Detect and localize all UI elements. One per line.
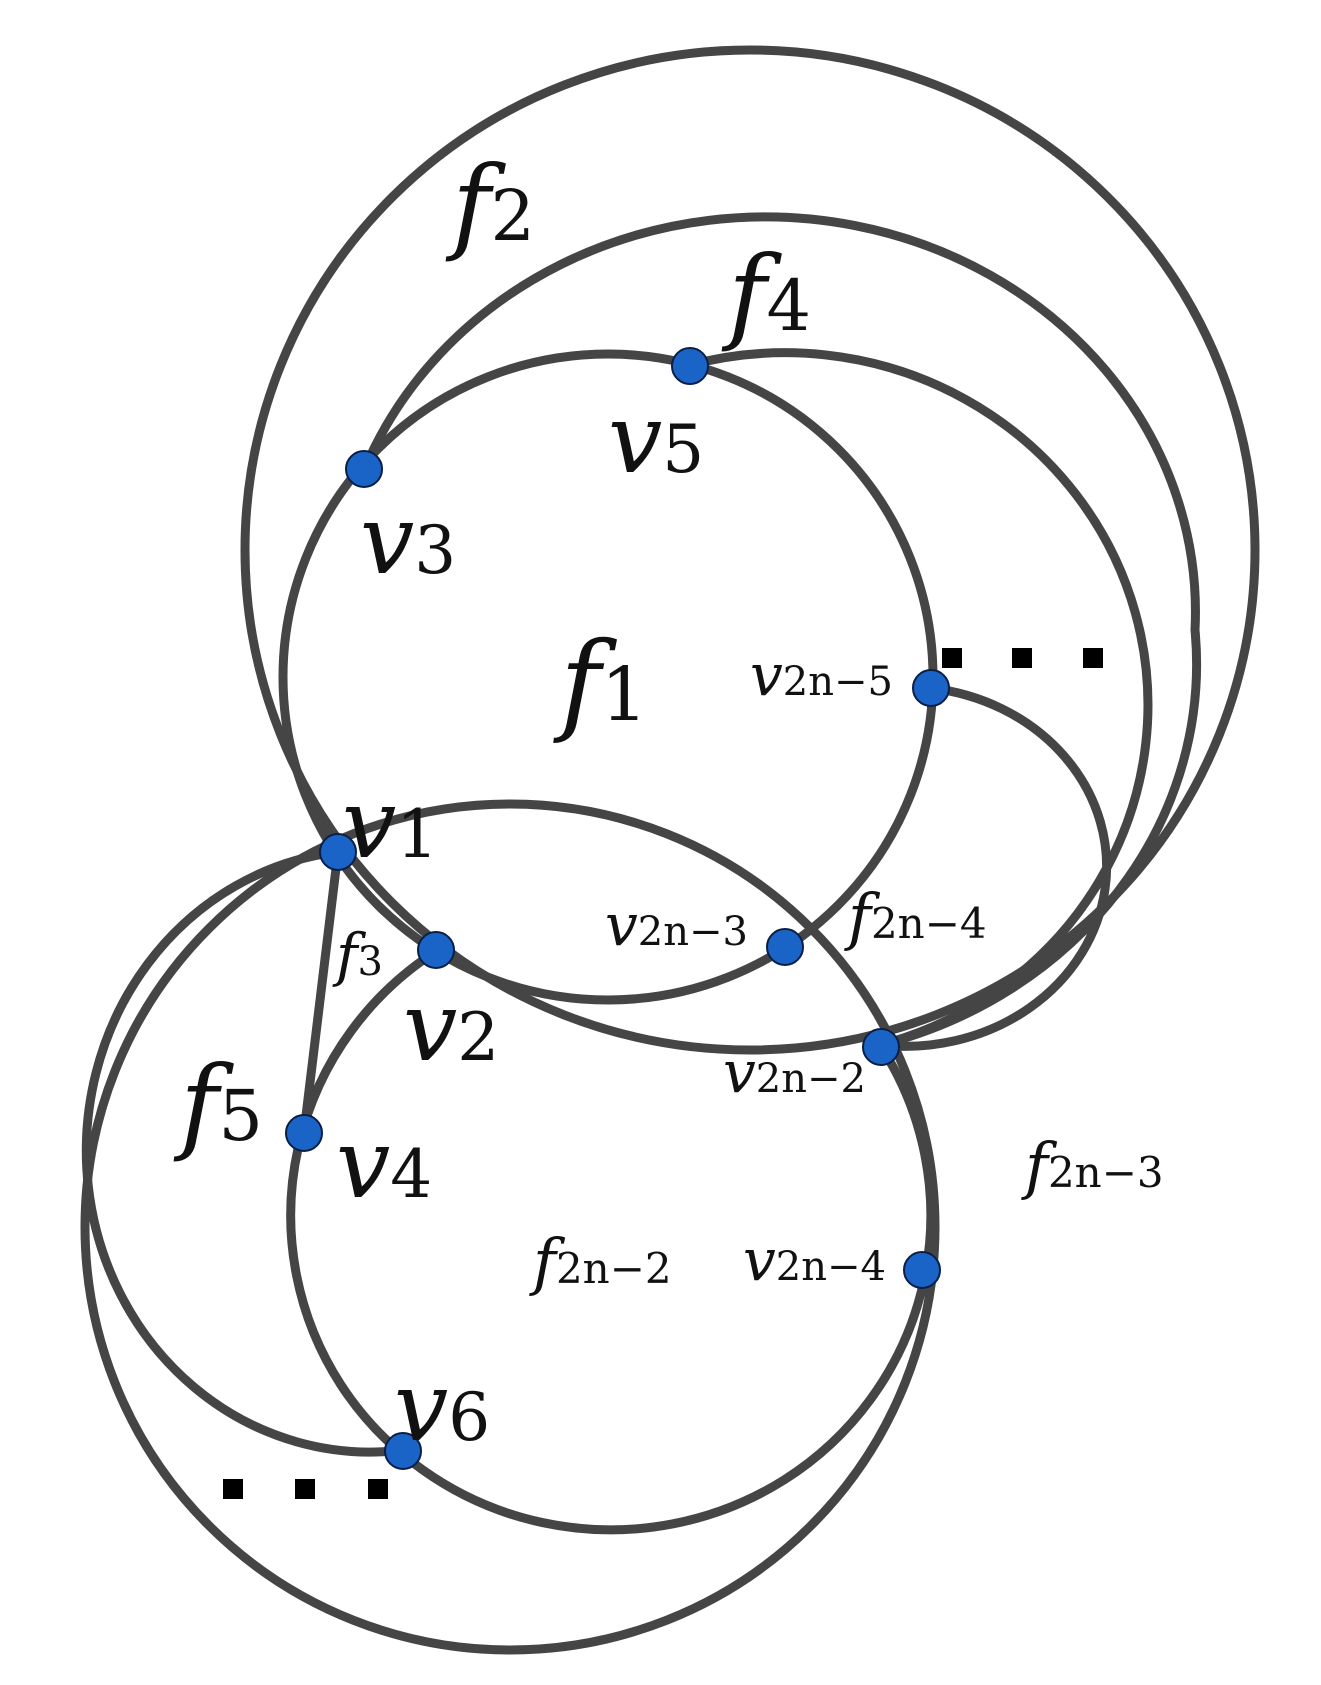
label-v2: v2 [403,971,499,1083]
vertex-v4 [285,1114,323,1152]
inner-upper-arc [685,348,1153,1050]
vertex-v6 [384,1432,422,1470]
edges [80,45,1260,1655]
ellipsis-left [223,1479,388,1499]
label-v2n-3: v2n−3 [605,891,748,959]
outer-upper-circle [240,45,1260,1055]
label-v6: v6 [394,1351,490,1463]
label-f2n-2: f2n−2 [529,1225,672,1298]
label-f4: f4 [721,233,811,355]
dot [223,1479,243,1499]
dot [1083,648,1103,668]
vertex-v2n-2 [862,1028,900,1066]
label-f1: f1 [553,618,648,746]
label-v2n-4: v2n−4 [743,1226,886,1294]
vertex-v1 [319,833,357,871]
dot [368,1479,388,1499]
middle-upper-arc [360,212,1202,1050]
label-f2n-3: f2n−3 [1021,1129,1164,1202]
vertex-v3 [345,450,383,488]
dot [1012,648,1032,668]
label-v5: v5 [608,383,704,495]
ellipsis-right [942,648,1103,668]
vertex-v2 [417,931,455,969]
label-f3: f3 [332,921,383,989]
vertex-labels: v1 v2 v3 v4 v5 v6 v2n−5 v2n−3 v2n−2 v2n−… [336,383,893,1463]
label-v1: v1 [342,768,438,880]
label-f5: f5 [173,1043,263,1165]
vertex-v5 [671,347,709,385]
vertex-v2n-5 [912,669,950,707]
dot [295,1479,315,1499]
vertex-v2n-4 [903,1251,941,1289]
label-v2n-5: v2n−5 [750,641,893,709]
lower-left-arc [81,847,408,1457]
label-v3: v3 [360,484,456,596]
edge-v1-v4 [299,847,343,1137]
label-v2n-2: v2n−2 [723,1038,866,1106]
label-f2n-4: f2n−4 [844,880,987,953]
label-v4: v4 [336,1108,432,1220]
label-f2: f2 [445,143,535,265]
dot [942,648,962,668]
vertex-v2n-3 [766,928,804,966]
inner-right-arc [875,683,1112,1051]
face-labels: f1 f2 f3 f4 f5 f2n−4 f2n−3 f2n−2 [173,143,1164,1298]
outer-lower-circle [80,799,940,1655]
vertices [285,347,950,1470]
